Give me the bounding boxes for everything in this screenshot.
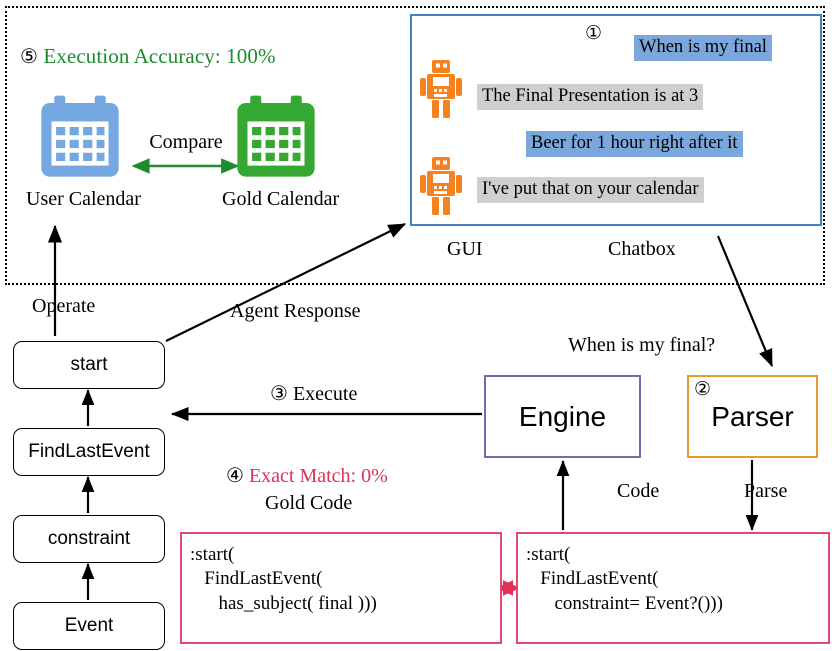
tree-node-start[interactable]: start xyxy=(13,341,165,389)
calendar-icon xyxy=(237,95,315,177)
step-number-3: ③ xyxy=(270,383,288,405)
execution-accuracy-label: ⑤ Execution Accuracy: 100% xyxy=(20,44,380,69)
user-calendar: User Calendar xyxy=(26,92,141,211)
parser-box[interactable]: Parser xyxy=(687,375,818,458)
chat-message-user: Beer for 1 hour right after it xyxy=(526,131,743,157)
execute-label: ③ Execute xyxy=(270,381,357,406)
chat-message-user: When is my final xyxy=(634,35,772,61)
operate-label: Operate xyxy=(32,295,96,317)
execution-accuracy-text: Execution Accuracy: 100% xyxy=(43,44,276,68)
gold-code-caption: Gold Code xyxy=(265,492,353,514)
chat-message-bot: The Final Presentation is at 3 xyxy=(477,84,704,110)
tree-node-constraint[interactable]: constraint xyxy=(13,515,165,563)
gold-code-box: :start( FindLastEvent( has_subject( fina… xyxy=(180,532,502,644)
gold-calendar-label: Gold Calendar xyxy=(222,188,340,210)
predicted-code-box: :start( FindLastEvent( constraint= Event… xyxy=(516,532,830,644)
step-number-1: ① xyxy=(585,23,603,44)
utterance-label: When is my final? xyxy=(568,334,716,356)
gui-chatbox-panel: When is my final The Final Presentation … xyxy=(410,14,822,226)
step-number-4: ④ xyxy=(226,465,244,487)
robot-icon xyxy=(420,60,462,118)
execute-text: Execute xyxy=(292,383,358,405)
parse-edge-label: Parse xyxy=(744,480,788,502)
exact-match-text: Exact Match: 0% xyxy=(248,465,388,487)
engine-box[interactable]: Engine xyxy=(484,375,641,458)
exact-match-label: ④ Exact Match: 0% xyxy=(226,463,388,488)
evaluation-region xyxy=(5,6,825,285)
compare-label: Compare xyxy=(149,131,223,153)
tree-node-findlastevent[interactable]: FindLastEvent xyxy=(13,428,165,476)
code-edge-label: Code xyxy=(617,480,660,502)
tree-node-event[interactable]: Event xyxy=(13,602,165,650)
step-number-5: ⑤ xyxy=(20,46,39,68)
user-calendar-label: User Calendar xyxy=(26,188,141,210)
chatbox-caption: Chatbox xyxy=(608,238,676,260)
chat-message-bot: I've put that on your calendar xyxy=(477,177,704,203)
gold-calendar: Gold Calendar xyxy=(222,92,340,211)
step-number-2: ② xyxy=(694,379,712,400)
agent-response-label: Agent Response xyxy=(230,300,361,322)
calendar-icon xyxy=(41,95,119,177)
robot-icon xyxy=(420,157,462,215)
gui-caption: GUI xyxy=(447,238,483,260)
